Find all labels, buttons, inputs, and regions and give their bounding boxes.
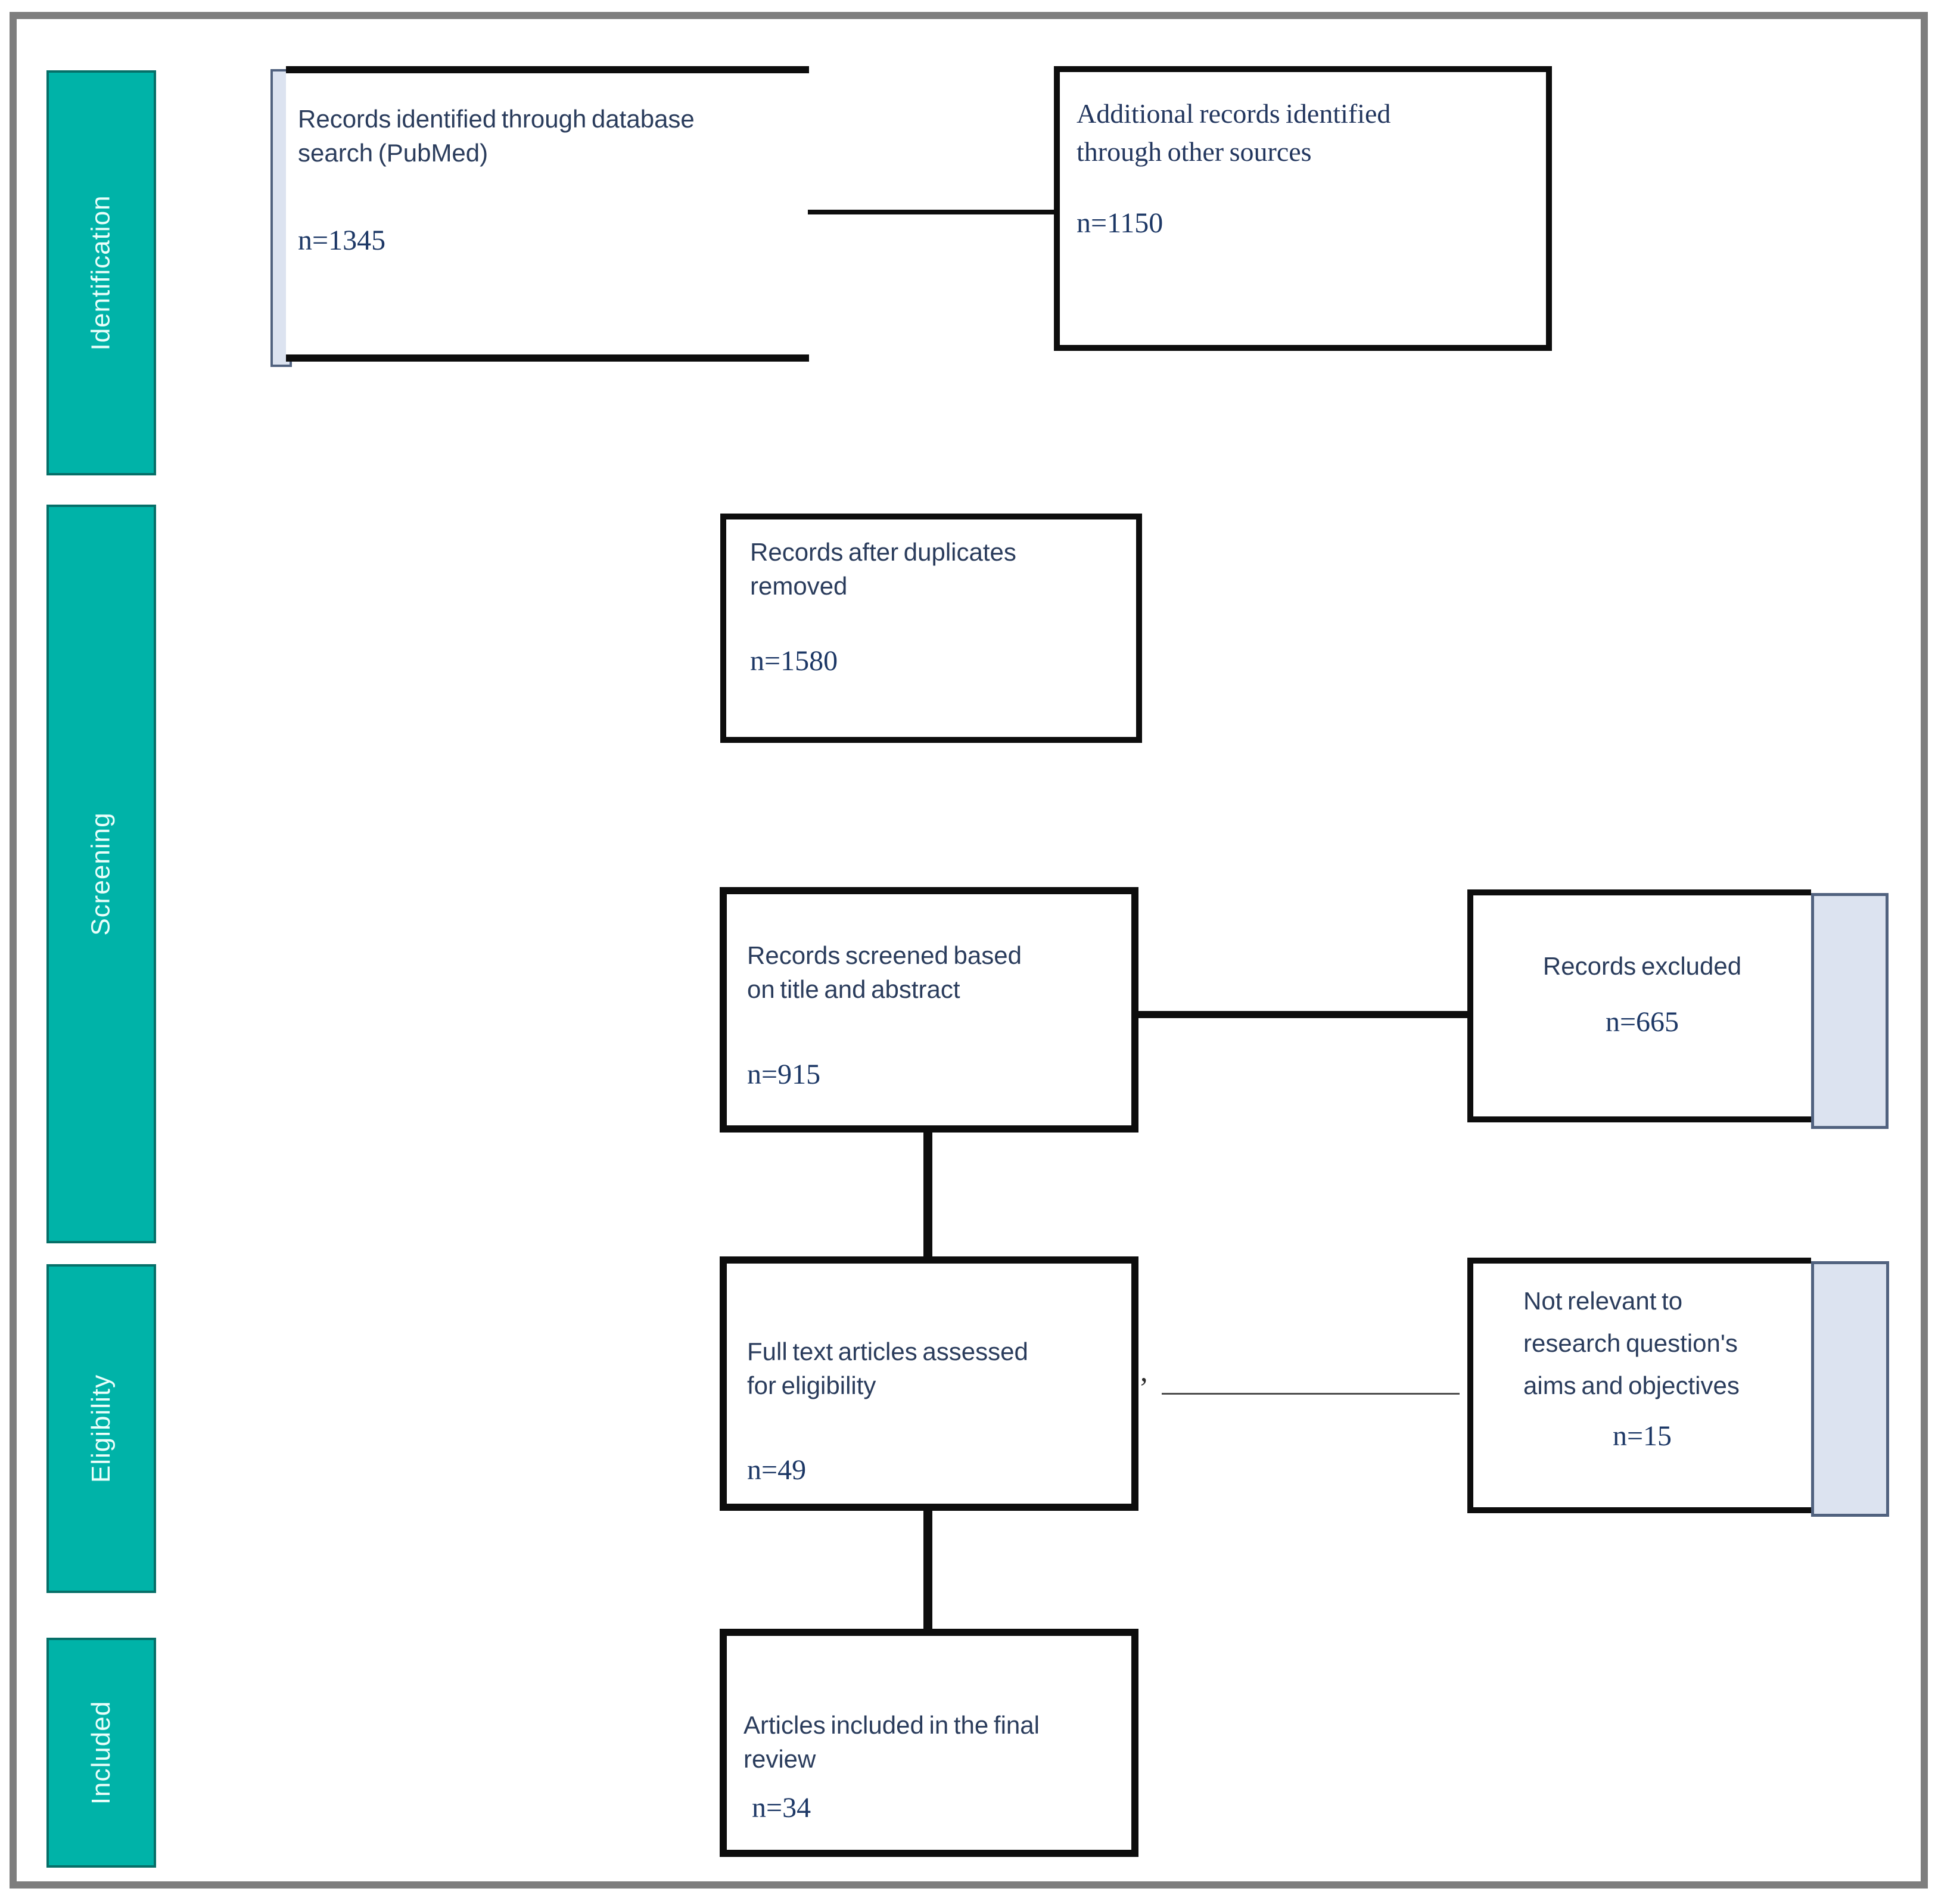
box-text-line: removed (750, 572, 848, 600)
stage-label-screening: Screening (46, 505, 156, 1243)
connector-identified-to-additional (808, 210, 1054, 214)
box-text-line: Records screened based (747, 941, 1022, 969)
box-additional-records: Additional records identified through ot… (1054, 66, 1552, 351)
box-records-screened: Records screened based on title and abst… (720, 887, 1138, 1133)
box-not-relevant: Not relevant to research question's aims… (1467, 1258, 1811, 1513)
stage-label-text: Screening (86, 812, 116, 936)
stage-label-included: Included (46, 1638, 156, 1868)
connector-screened-to-excluded (1138, 1011, 1467, 1018)
box-text-line: review (743, 1745, 816, 1773)
connector-screened-to-fulltext (923, 1131, 932, 1258)
box-fulltext-assessed: Full text articles assessed for eligibil… (720, 1256, 1138, 1511)
count-label: n=1345 (298, 225, 386, 256)
box-text-line: Articles included in the final (743, 1711, 1040, 1739)
box-records-identified: Records identified through database sear… (286, 66, 809, 362)
box-articles-included: Articles included in the final review n=… (720, 1629, 1138, 1857)
right-bracket-bar (1811, 893, 1889, 1129)
box-text-line: Not relevant to (1523, 1287, 1683, 1315)
count-label: n=49 (747, 1454, 807, 1486)
count-label: n=15 (1612, 1420, 1672, 1452)
count-label: n=1580 (750, 645, 838, 677)
right-bracket-bar (1811, 1261, 1889, 1517)
connector-fulltext-to-included (923, 1510, 932, 1630)
box-text-line: Records identified through database (298, 105, 695, 133)
box-text-line: Full text articles assessed (747, 1337, 1028, 1365)
box-text-line: research question's (1523, 1329, 1738, 1357)
box-text-line: aims and objectives (1523, 1371, 1740, 1399)
stage-label-text: Included (86, 1700, 116, 1805)
count-label: n=1150 (1077, 207, 1164, 239)
box-text-line: Records excluded (1542, 952, 1742, 980)
comma-mark: , (1140, 1354, 1148, 1387)
box-text-line: for eligibility (747, 1371, 876, 1399)
count-label: n=665 (1605, 1006, 1679, 1038)
page-frame-border (10, 12, 1928, 1889)
stage-label-text: Identification (86, 195, 116, 351)
box-text-line: Additional records identified (1077, 98, 1391, 129)
connector-fulltext-to-notrelevant (1162, 1393, 1460, 1395)
box-text-line: through other sources (1077, 136, 1312, 167)
box-text-line: Records after duplicates (750, 538, 1016, 566)
stage-label-eligibility: Eligibility (46, 1264, 156, 1593)
count-label: n=34 (752, 1792, 811, 1824)
count-label: n=915 (747, 1059, 821, 1090)
stage-label-text: Eligibility (86, 1374, 116, 1483)
box-records-excluded: Records excluded n=665 (1467, 889, 1811, 1122)
stage-label-identification: Identification (46, 70, 156, 475)
box-records-after-duplicates: Records after duplicates removed n=1580 (720, 514, 1142, 743)
box-text-line: on title and abstract (747, 975, 960, 1003)
box-text-line: search (PubMed) (298, 139, 489, 167)
